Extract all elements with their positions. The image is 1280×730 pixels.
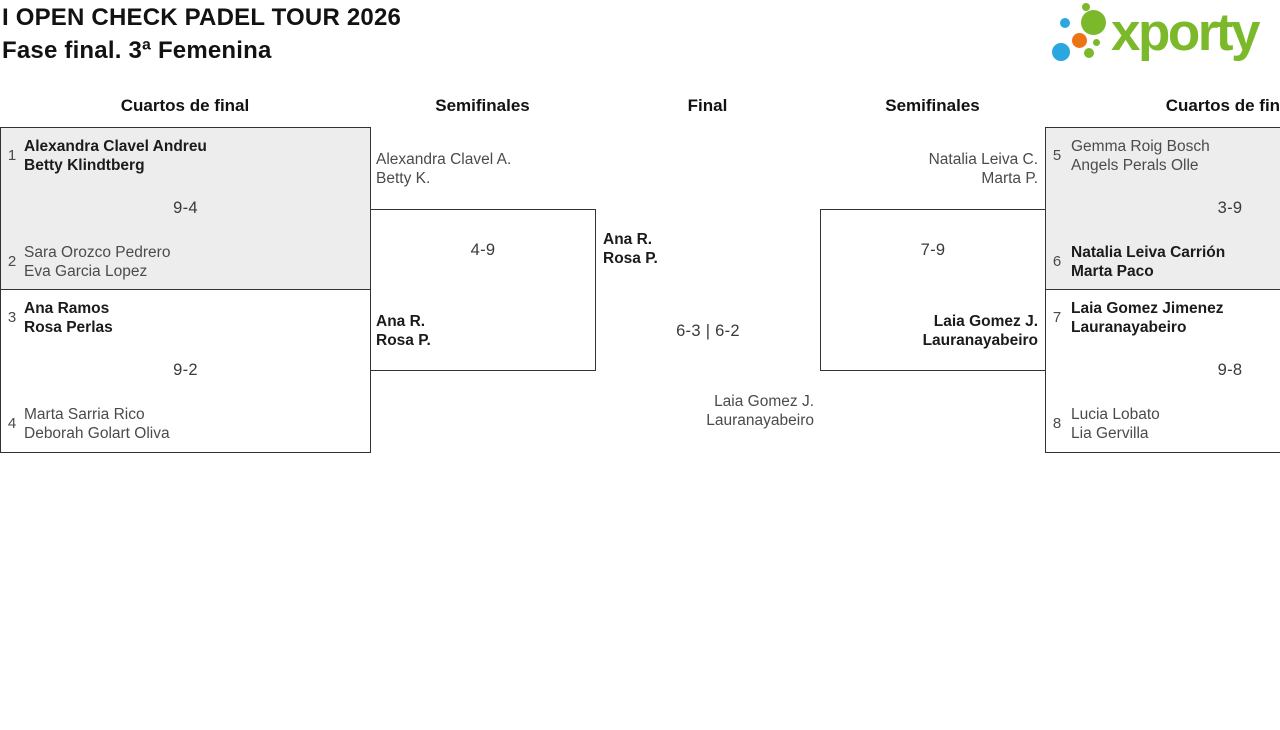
team-players: Alexandra Clavel Andreu Betty Klindtberg bbox=[24, 137, 207, 175]
team-players: Natalia Leiva C. Marta P. bbox=[820, 150, 1038, 188]
seed-number: 2 bbox=[7, 253, 17, 270]
round-header-semifinals-left: Semifinales bbox=[435, 96, 530, 115]
logo-dot-blue-small bbox=[1060, 18, 1070, 28]
logo-wordmark: xporty bbox=[1111, 3, 1260, 62]
page-title: I OPEN CHECK PADEL TOUR 2026 Fase final.… bbox=[2, 1, 401, 67]
seed-number: 4 bbox=[7, 415, 17, 432]
team-players: Laia Gomez Jimenez Lauranayabeiro bbox=[1071, 299, 1223, 337]
player-name: Rosa P. bbox=[376, 332, 431, 349]
player-name: Lia Gervilla bbox=[1071, 425, 1149, 442]
match-score: 7-9 bbox=[920, 241, 946, 259]
match-box-qf-right-top[interactable] bbox=[1045, 127, 1280, 290]
match-box-qf-left-bottom[interactable] bbox=[0, 289, 371, 453]
team-players: Laia Gomez J. Lauranayabeiro bbox=[595, 392, 814, 430]
phase-subtitle: Fase final. 3ª Femenina bbox=[2, 37, 272, 64]
player-name: Marta P. bbox=[981, 170, 1038, 187]
player-name: Betty K. bbox=[376, 170, 431, 187]
player-name: Marta Sarria Rico bbox=[24, 406, 145, 423]
seed-number: 6 bbox=[1052, 253, 1062, 270]
match-box-sf-right[interactable] bbox=[820, 209, 1046, 371]
xporty-logo[interactable]: xporty bbox=[1050, 2, 1280, 76]
player-name: Lucia Lobato bbox=[1071, 406, 1160, 423]
match-score: 9-4 bbox=[173, 199, 198, 217]
match-box-sf-left[interactable] bbox=[370, 209, 596, 371]
team-players: Sara Orozco Pedrero Eva Garcia Lopez bbox=[24, 243, 170, 281]
logo-dot-green-tiny bbox=[1093, 39, 1100, 46]
match-score: 9-2 bbox=[173, 361, 198, 379]
match-score: 3-9 bbox=[1217, 199, 1243, 217]
logo-dot-green-small-bottom bbox=[1084, 48, 1094, 58]
logo-dot-green-big bbox=[1081, 10, 1106, 35]
seed-number: 3 bbox=[7, 309, 17, 326]
match-score: 4-9 bbox=[470, 241, 496, 259]
match-box-qf-right-bottom[interactable] bbox=[1045, 289, 1280, 453]
team-players: Alexandra Clavel A. Betty K. bbox=[376, 150, 511, 188]
match-score: 9-8 bbox=[1217, 361, 1243, 379]
player-name: Lauranayabeiro bbox=[706, 412, 814, 429]
team-players: Laia Gomez J. Lauranayabeiro bbox=[820, 312, 1038, 350]
logo-dot-orange bbox=[1072, 33, 1087, 48]
player-name: Alexandra Clavel A. bbox=[376, 151, 512, 168]
player-name: Alexandra Clavel Andreu bbox=[24, 138, 207, 155]
seed-number: 1 bbox=[7, 147, 17, 164]
seed-number: 7 bbox=[1052, 309, 1062, 326]
match-box-qf-left-top[interactable] bbox=[0, 127, 371, 290]
player-name: Natalia Leiva Carrión bbox=[1071, 244, 1226, 261]
player-name: Rosa Perlas bbox=[24, 319, 113, 336]
round-header-quarterfinals-right: Cuartos de final bbox=[1165, 96, 1280, 115]
player-name: Betty Klindtberg bbox=[24, 157, 145, 174]
player-name: Deborah Golart Oliva bbox=[24, 425, 170, 442]
player-name: Angels Perals Olle bbox=[1071, 157, 1199, 174]
seed-number: 8 bbox=[1052, 415, 1062, 432]
player-name: Marta Paco bbox=[1071, 263, 1154, 280]
player-name: Rosa P. bbox=[603, 250, 658, 267]
player-name: Ana R. bbox=[376, 313, 426, 330]
seed-number: 5 bbox=[1052, 147, 1062, 164]
team-players: Marta Sarria Rico Deborah Golart Oliva bbox=[24, 405, 170, 443]
team-players: Ana R. Rosa P. bbox=[376, 312, 431, 350]
player-name: Lauranayabeiro bbox=[922, 332, 1038, 349]
player-name: Ana R. bbox=[603, 231, 653, 248]
player-name: Natalia Leiva C. bbox=[928, 151, 1038, 168]
player-name: Gemma Roig Bosch bbox=[1071, 138, 1210, 155]
round-header-quarterfinals-left: Cuartos de final bbox=[120, 96, 250, 115]
tournament-title: I OPEN CHECK PADEL TOUR 2026 bbox=[2, 4, 402, 31]
team-players: Ana Ramos Rosa Perlas bbox=[24, 299, 113, 337]
match-score: 6-3 | 6-2 bbox=[676, 322, 740, 340]
player-name: Sara Orozco Pedrero bbox=[24, 244, 171, 261]
team-players: Ana R. Rosa P. bbox=[603, 230, 658, 268]
player-name: Lauranayabeiro bbox=[1071, 319, 1187, 336]
player-name: Laia Gomez Jimenez bbox=[1071, 300, 1224, 317]
logo-dot-blue-big bbox=[1052, 43, 1070, 61]
round-header-final: Final bbox=[687, 96, 728, 115]
team-players: Lucia Lobato Lia Gervilla bbox=[1071, 405, 1160, 443]
player-name: Eva Garcia Lopez bbox=[24, 263, 148, 280]
player-name: Ana Ramos bbox=[24, 300, 110, 317]
team-players: Natalia Leiva Carrión Marta Paco bbox=[1071, 243, 1225, 281]
player-name: Laia Gomez J. bbox=[714, 393, 814, 410]
team-players: Gemma Roig Bosch Angels Perals Olle bbox=[1071, 137, 1210, 175]
player-name: Laia Gomez J. bbox=[933, 313, 1038, 330]
logo-dot-green-small-top bbox=[1082, 3, 1090, 11]
round-header-semifinals-right: Semifinales bbox=[885, 96, 980, 115]
